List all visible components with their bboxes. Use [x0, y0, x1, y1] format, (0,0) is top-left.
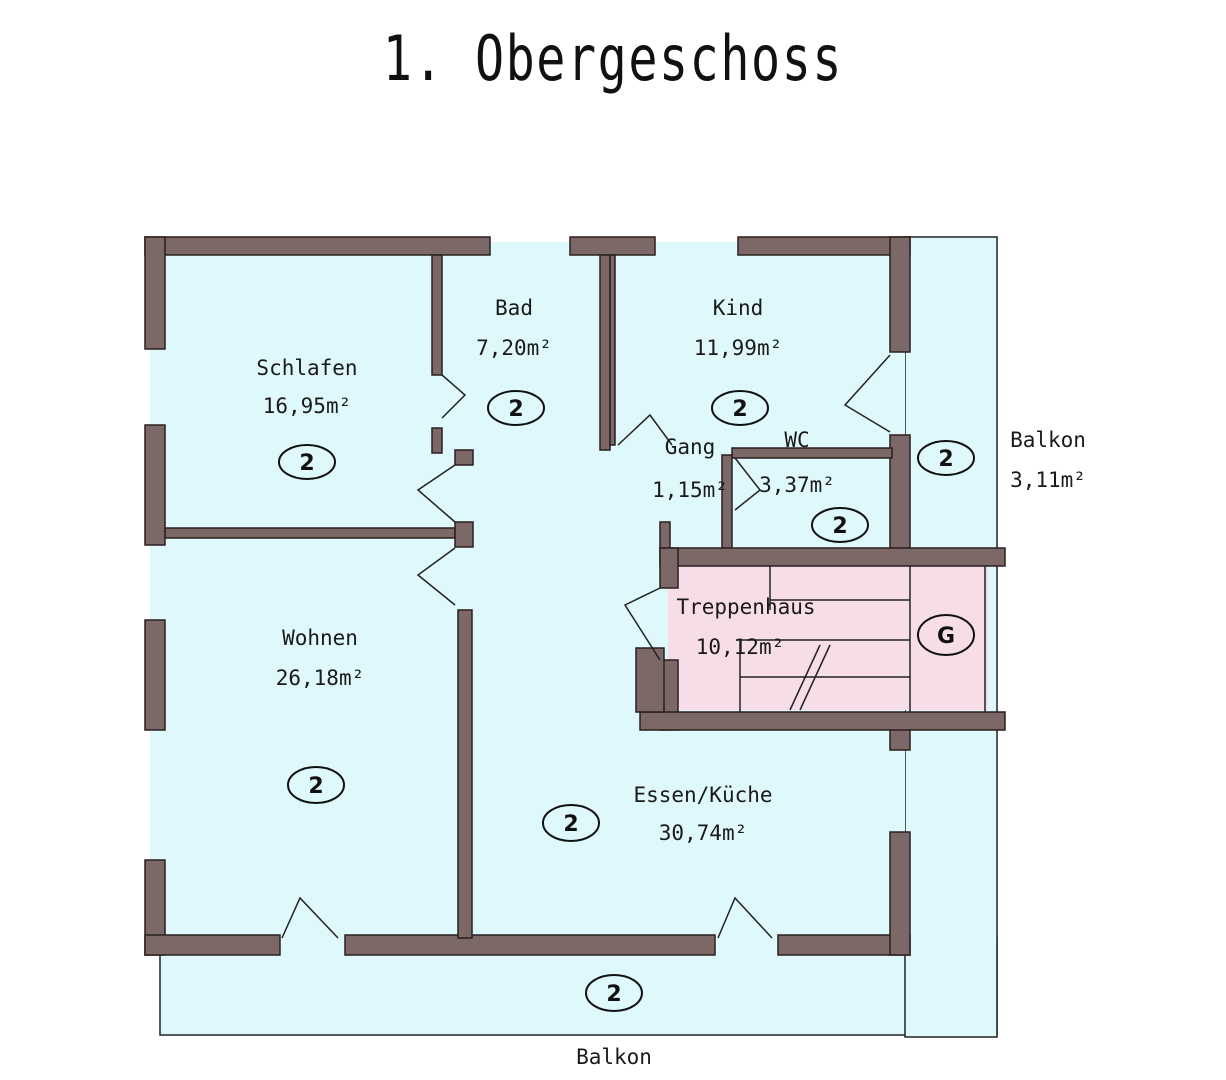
room-name-wohnen: Wohnen	[282, 626, 358, 650]
room-area-wc: 3,37m²	[759, 473, 835, 497]
room-tag-schlafen: 2	[299, 451, 314, 476]
room-name-balkon: Balkon	[576, 1045, 652, 1069]
room-area-essen-kueche: 30,74m²	[659, 821, 748, 845]
room-area-bad: 7,20m²	[476, 336, 552, 360]
room-area-treppenhaus: 10,12m²	[696, 635, 785, 659]
room-tag-balkon: 2	[606, 982, 621, 1007]
room-tag-wohnen: 2	[308, 774, 323, 799]
room-tag-badge	[711, 390, 769, 426]
room-area-schlafen: 16,95m²	[263, 394, 352, 418]
room-tag-wc: 2	[832, 514, 847, 539]
room-name-balkon-side: Balkon	[1010, 428, 1086, 452]
room-name-wc: WC	[784, 428, 809, 452]
walls	[144, 236, 1006, 956]
room-name-kind: Kind	[713, 296, 764, 320]
room-name-gang: Gang	[665, 435, 716, 459]
room-area-kind: 11,99m²	[694, 336, 783, 360]
plan-title: 1. Obergeschoss	[382, 22, 844, 95]
room-tag-badge	[917, 614, 975, 656]
room-tag-badge	[585, 974, 643, 1012]
room-tag-kind: 2	[732, 397, 747, 422]
room-tag-badge	[811, 507, 869, 543]
room-name-schlafen: Schlafen	[256, 356, 357, 380]
room-tag-badge	[278, 444, 336, 480]
doors	[281, 354, 891, 939]
room-area-balkon-side: 3,11m²	[1010, 468, 1086, 492]
room-name-treppenhaus: Treppenhaus	[676, 595, 815, 619]
room-area-gang: 1,15m²	[652, 478, 728, 502]
stair-lines	[739, 566, 986, 712]
room-tag-essen-kueche: 2	[563, 812, 578, 837]
room-tag-treppenhaus: G	[937, 624, 955, 649]
room-tag-bad: 2	[508, 397, 523, 422]
room-tag-badge	[542, 804, 600, 842]
room-tag-badge	[917, 440, 975, 476]
room-tag-badge	[487, 390, 545, 426]
room-tag-badge	[287, 766, 345, 804]
room-name-bad: Bad	[495, 296, 533, 320]
room-tag-balkon-side: 2	[938, 447, 953, 472]
room-area-wohnen: 26,18m²	[276, 666, 365, 690]
room-name-essen-kueche: Essen/Küche	[633, 783, 772, 807]
